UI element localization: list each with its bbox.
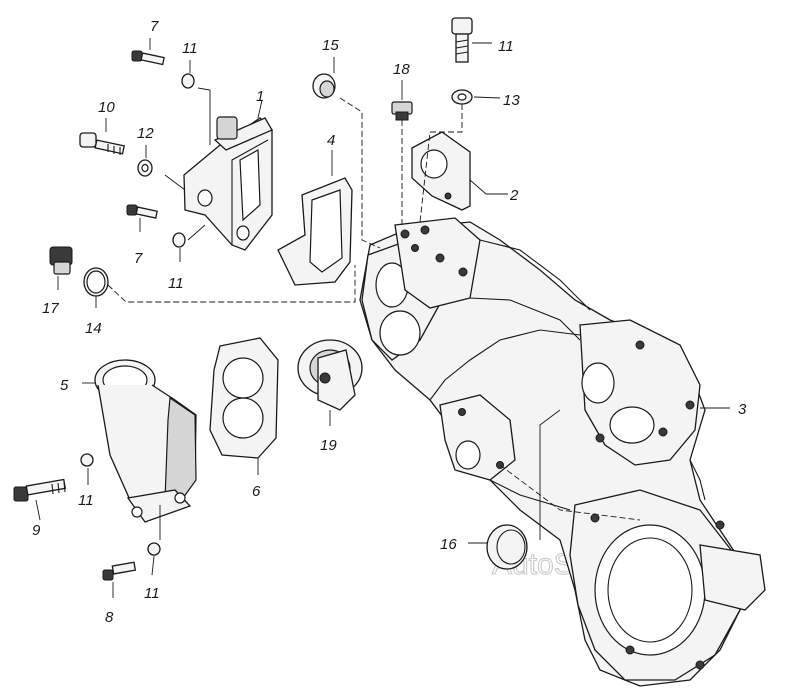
part-5-elbow-pipe <box>94 359 197 523</box>
callout-18: 18 <box>393 61 410 78</box>
callout-labels: 7 11 1 10 12 7 11 17 14 15 18 11 13 2 4 … <box>32 18 747 626</box>
part-13-washer <box>451 89 473 105</box>
part-16-seal <box>486 524 528 570</box>
part-11-washer-bottom <box>147 542 161 556</box>
part-10-bolt <box>451 17 473 63</box>
callout-6: 6 <box>252 483 261 500</box>
callout-7-mid: 7 <box>134 250 143 267</box>
callout-16: 16 <box>440 536 457 553</box>
leader-lines <box>35 38 730 598</box>
part-8-bolt <box>13 478 67 502</box>
part-6-gasket <box>209 337 279 459</box>
callout-3: 3 <box>738 401 747 418</box>
callout-11-mid: 11 <box>168 275 184 292</box>
callout-13: 13 <box>503 92 520 109</box>
part-7-bolt-top <box>131 50 165 66</box>
callout-8: 9 <box>32 522 41 539</box>
callout-11-top: 11 <box>182 40 198 57</box>
callout-12: 12 <box>137 125 154 142</box>
part-19-thermostat <box>297 339 363 411</box>
part-11-washer-mid <box>172 232 186 248</box>
part-2-plate <box>411 131 471 211</box>
callout-5: 5 <box>60 377 69 394</box>
callout-9: 10 <box>98 99 115 116</box>
callout-2: 2 <box>509 187 519 204</box>
part-4-gasket <box>277 177 353 286</box>
part-9-bolt <box>79 132 125 155</box>
callout-11-bottom: 11 <box>144 585 160 602</box>
callout-4: 4 <box>327 132 335 149</box>
part-1-bracket <box>183 116 273 251</box>
part-7-bolt-mid <box>126 204 158 219</box>
callout-17: 17 <box>42 300 59 317</box>
part-17-plug <box>49 246 73 275</box>
callout-15: 15 <box>322 37 339 54</box>
callout-11-lower: 11 <box>78 492 94 509</box>
callout-7-top: 7 <box>150 18 159 35</box>
part-11-washer-top <box>181 73 195 89</box>
part-18-nipple <box>391 101 413 121</box>
callout-19: 19 <box>320 437 337 454</box>
callout-10: 11 <box>498 38 514 55</box>
part-7-bolt-bottom <box>102 561 137 581</box>
callout-14: 14 <box>85 320 102 337</box>
part-3-housing <box>359 217 766 687</box>
part-15-cap <box>312 73 336 99</box>
housing-lower-port <box>379 310 421 356</box>
part-11-washer-lower <box>80 453 94 467</box>
callout-1: 1 <box>256 88 264 105</box>
callout-7-bottom: 8 <box>105 609 114 626</box>
